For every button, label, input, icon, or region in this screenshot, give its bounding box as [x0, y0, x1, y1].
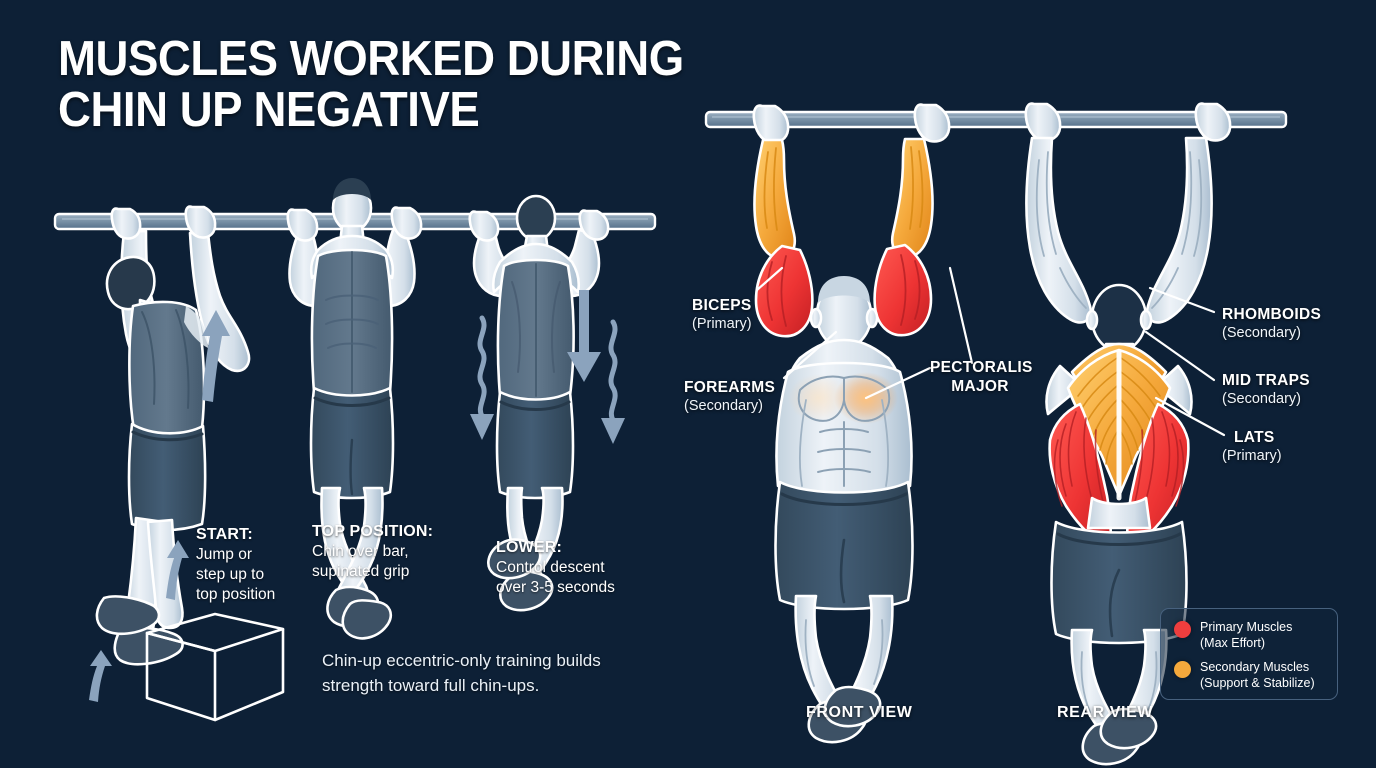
step-body-start: Jump or step up to top position — [196, 546, 276, 603]
step-label-lower: LOWER: Control descent over 3-5 seconds — [496, 538, 615, 598]
anatomy-front-figure — [752, 103, 951, 744]
step-label-top: TOP POSITION: Chin over bar, supinated g… — [312, 522, 433, 582]
legend-dot-primary-icon — [1174, 621, 1191, 638]
muscle-name-mid-traps: MID TRAPS — [1222, 372, 1310, 389]
muscle-name-forearms: FOREARMS — [684, 379, 776, 396]
muscle-sub-lats: (Primary) — [1222, 448, 1282, 464]
page-title: MUSCLES WORKED DURING CHIN UP NEGATIVE — [58, 32, 684, 137]
arrow-descent-wavy-right-head — [601, 418, 625, 444]
step-label-start: START: Jump or step up to top position — [196, 525, 275, 605]
muscle-sub-forearms: (Secondary) — [684, 398, 763, 414]
summary-caption: Chin-up eccentric-only training builds s… — [322, 651, 601, 695]
view-label-rear: REAR VIEW — [1057, 704, 1154, 721]
legend-text-secondary: Secondary Muscles (Support & Stabilize) — [1200, 660, 1315, 690]
muscle-name-major: MAJOR — [951, 378, 1009, 395]
step-heading-lower: LOWER: — [496, 539, 563, 556]
legend-dot-secondary-icon — [1174, 661, 1191, 678]
step-heading-start: START: — [196, 526, 253, 543]
muscle-label-biceps: BICEPS (Primary) — [692, 296, 752, 334]
muscle-label-pectoralis-major: PECTORALIS MAJOR — [930, 358, 1033, 396]
arrow-descent-wavy-left-head — [470, 414, 494, 440]
step-body-lower: Control descent over 3-5 seconds — [496, 559, 615, 596]
legend-text-primary: Primary Muscles (Max Effort) — [1200, 620, 1293, 650]
legend-row-secondary: Secondary Muscles (Support & Stabilize) — [1174, 660, 1325, 691]
muscle-sub-mid-traps: (Secondary) — [1222, 391, 1301, 407]
arrow-up-large — [202, 310, 230, 402]
muscle-name-rhomboids: RHOMBOIDS — [1222, 306, 1322, 323]
muscle-label-mid-traps: MID TRAPS (Secondary) — [1222, 371, 1310, 409]
arrow-up-step — [89, 650, 112, 702]
legend-row-primary: Primary Muscles (Max Effort) — [1174, 620, 1325, 651]
muscle-sub-rhomboids: (Secondary) — [1222, 325, 1301, 341]
step-box — [145, 612, 285, 722]
muscle-name-biceps: BICEPS — [692, 297, 752, 314]
muscle-label-forearms: FOREARMS (Secondary) — [684, 378, 775, 416]
legend-box: Primary Muscles (Max Effort) Secondary M… — [1160, 608, 1338, 700]
arrow-descent-straight — [567, 290, 601, 382]
muscle-label-lats: LATS (Primary) — [1222, 428, 1282, 466]
step-body-top: Chin over bar, supinated grip — [312, 543, 410, 580]
leader-lines — [755, 266, 1226, 437]
arrow-descent-wavy-right — [608, 319, 618, 423]
muscle-label-rhomboids: RHOMBOIDS (Secondary) — [1222, 305, 1321, 343]
muscle-name-pectoralis: PECTORALIS — [930, 359, 1033, 376]
view-label-front: FRONT VIEW — [806, 704, 913, 721]
muscle-sub-biceps: (Primary) — [692, 316, 752, 332]
anatomy-pullup-bar — [704, 110, 1288, 129]
muscle-name-lats: LATS — [1234, 429, 1275, 446]
sequence-pullup-bar — [53, 212, 657, 231]
arrow-up-small — [166, 540, 189, 600]
step-heading-top: TOP POSITION: — [312, 523, 434, 540]
arrow-descent-wavy-left — [477, 315, 487, 419]
